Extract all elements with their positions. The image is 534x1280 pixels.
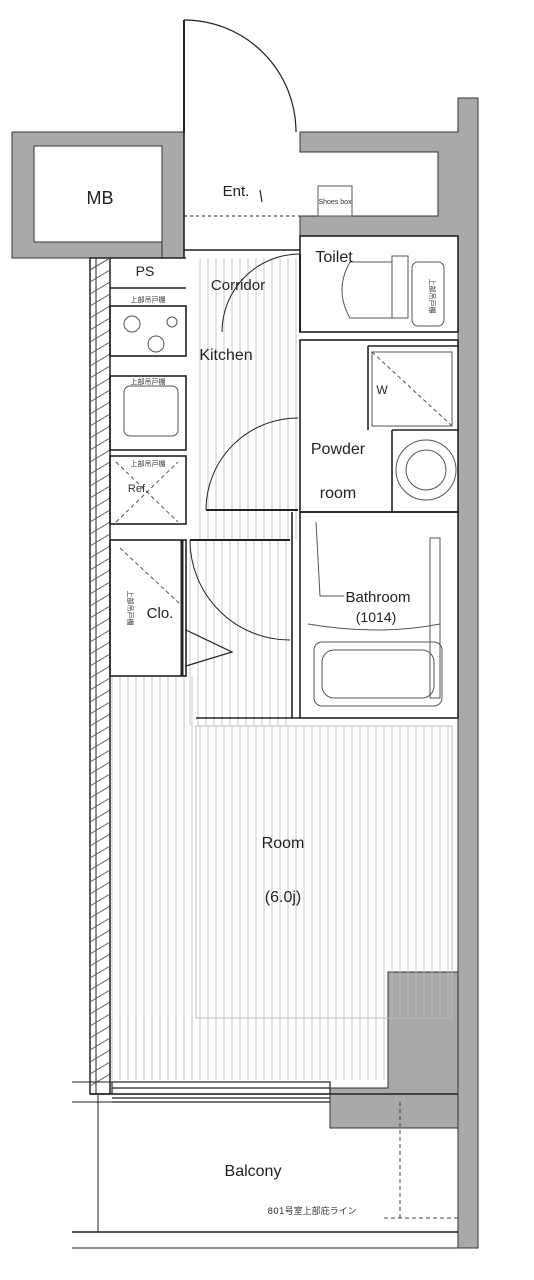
doors [183,19,301,667]
label-toilet: Toilet [315,249,353,266]
left-exterior-wall [89,257,111,1095]
structural-walls [11,97,479,1249]
label-mb: MB [87,188,114,208]
label-shoe-storage: Shoes box [318,199,352,206]
label-upper-cabinet-4: 上部吊戸棚 [126,591,135,626]
room-floor-outline [195,725,453,1019]
label-upper-cabinet-3: 上部吊戸棚 [131,459,166,468]
label-washer: W [376,383,388,397]
label-bathroom: Bathroom [345,589,410,606]
label-balcony-note: 801号室上部庇ライン [267,1205,356,1217]
label-upper-cabinet-2: 上部吊戸棚 [131,377,166,386]
fixtures [115,185,457,707]
label-balcony: Balcony [225,1163,282,1180]
label-ps: PS [136,263,155,279]
label-room: Room [262,835,305,852]
label-corridor: Corridor [211,277,265,294]
label-powder-room-2: room [320,485,356,502]
balcony-window [111,1081,331,1103]
label-closet: Clo. [147,605,174,622]
label-room-size: (6.0j) [265,889,301,906]
label-upper-cabinet-1: 上部吊戸棚 [131,295,166,304]
label-upper-cabinet-5: 上部吊戸棚 [428,279,437,314]
floor-boards [111,258,449,1080]
label-refrigerator: Ref. [128,483,148,495]
label-powder-room-1: Powder [311,441,366,458]
label-entrance: Ent. [223,183,250,200]
label-bathroom-size: (1014) [356,609,396,625]
label-kitchen: Kitchen [199,347,252,364]
